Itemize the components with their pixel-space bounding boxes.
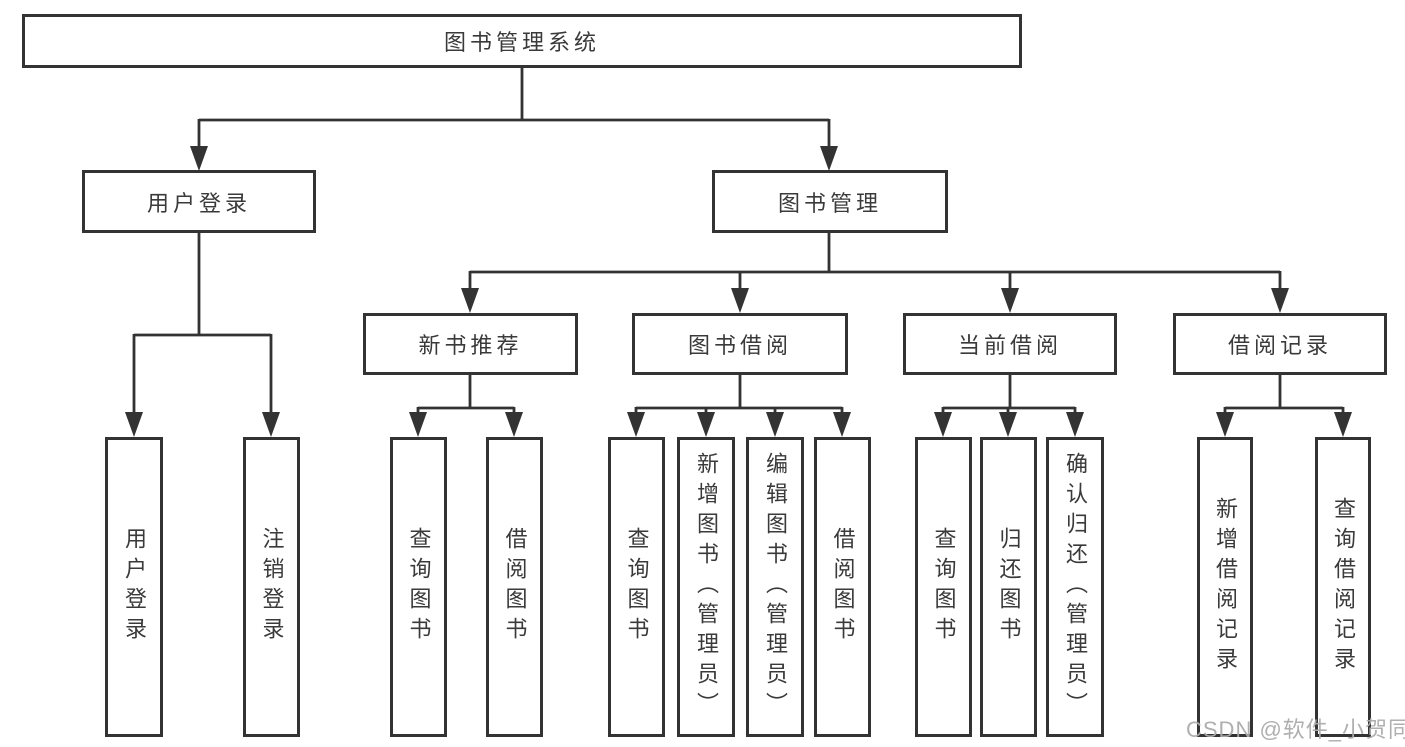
leaf-cb-confirm-return-admin-label: 确认归还（管理员） [1063, 452, 1088, 722]
node-book-management-label: 图书管理 [777, 190, 882, 216]
leaf-bb-add-book-admin: 新增图书（管理员） [677, 437, 735, 737]
node-current-borrow-label: 当前借阅 [957, 333, 1062, 358]
leaf-nbr-query-book-label: 查询图书 [406, 527, 432, 647]
leaf-user-login-label: 用户登录 [122, 527, 147, 647]
watermark: CSDN @软件_小贺同学 [1186, 717, 1405, 742]
leaf-bb-borrow-book: 借阅图书 [814, 437, 871, 737]
leaf-br-add-record-label: 新增借阅记录 [1213, 497, 1238, 677]
node-borrow-records-label: 借阅记录 [1227, 333, 1332, 358]
node-user-login-label: 用户登录 [146, 190, 251, 216]
node-borrow-records: 借阅记录 [1173, 313, 1387, 375]
leaf-bb-edit-book-admin-label: 编辑图书（管理员） [763, 452, 788, 722]
leaf-br-query-record: 查询借阅记录 [1315, 437, 1371, 737]
leaf-cb-confirm-return-admin: 确认归还（管理员） [1046, 437, 1104, 737]
leaf-br-add-record: 新增借阅记录 [1197, 437, 1253, 737]
node-root-label: 图书管理系统 [443, 30, 600, 55]
leaf-bb-borrow-book-label: 借阅图书 [830, 527, 856, 647]
node-book-management: 图书管理 [712, 170, 948, 233]
leaf-cb-query-book: 查询图书 [915, 437, 972, 737]
leaf-br-query-record-label: 查询借阅记录 [1331, 497, 1356, 677]
node-current-borrow: 当前借阅 [903, 313, 1117, 375]
leaf-nbr-borrow-book-label: 借阅图书 [502, 527, 528, 647]
leaf-logout: 注销登录 [243, 437, 300, 737]
node-root: 图书管理系统 [22, 14, 1022, 68]
leaf-cb-query-book-label: 查询图书 [931, 527, 957, 647]
leaf-cb-return-book-label: 归还图书 [996, 527, 1022, 647]
leaf-nbr-query-book: 查询图书 [390, 437, 447, 737]
node-book-borrow-label: 图书借阅 [687, 333, 792, 358]
leaf-nbr-borrow-book: 借阅图书 [486, 437, 543, 737]
leaf-bb-add-book-admin-label: 新增图书（管理员） [694, 452, 719, 722]
leaf-logout-label: 注销登录 [259, 527, 285, 647]
leaf-user-login: 用户登录 [105, 437, 163, 737]
leaf-bb-query-book-label: 查询图书 [624, 527, 650, 647]
leaf-bb-edit-book-admin: 编辑图书（管理员） [746, 437, 804, 737]
node-new-book-recommend-label: 新书推荐 [418, 333, 523, 358]
leaf-bb-query-book: 查询图书 [608, 437, 665, 737]
node-book-borrow: 图书借阅 [632, 313, 848, 375]
node-user-login: 用户登录 [82, 170, 316, 233]
node-new-book-recommend: 新书推荐 [363, 313, 578, 375]
leaf-cb-return-book: 归还图书 [980, 437, 1037, 737]
